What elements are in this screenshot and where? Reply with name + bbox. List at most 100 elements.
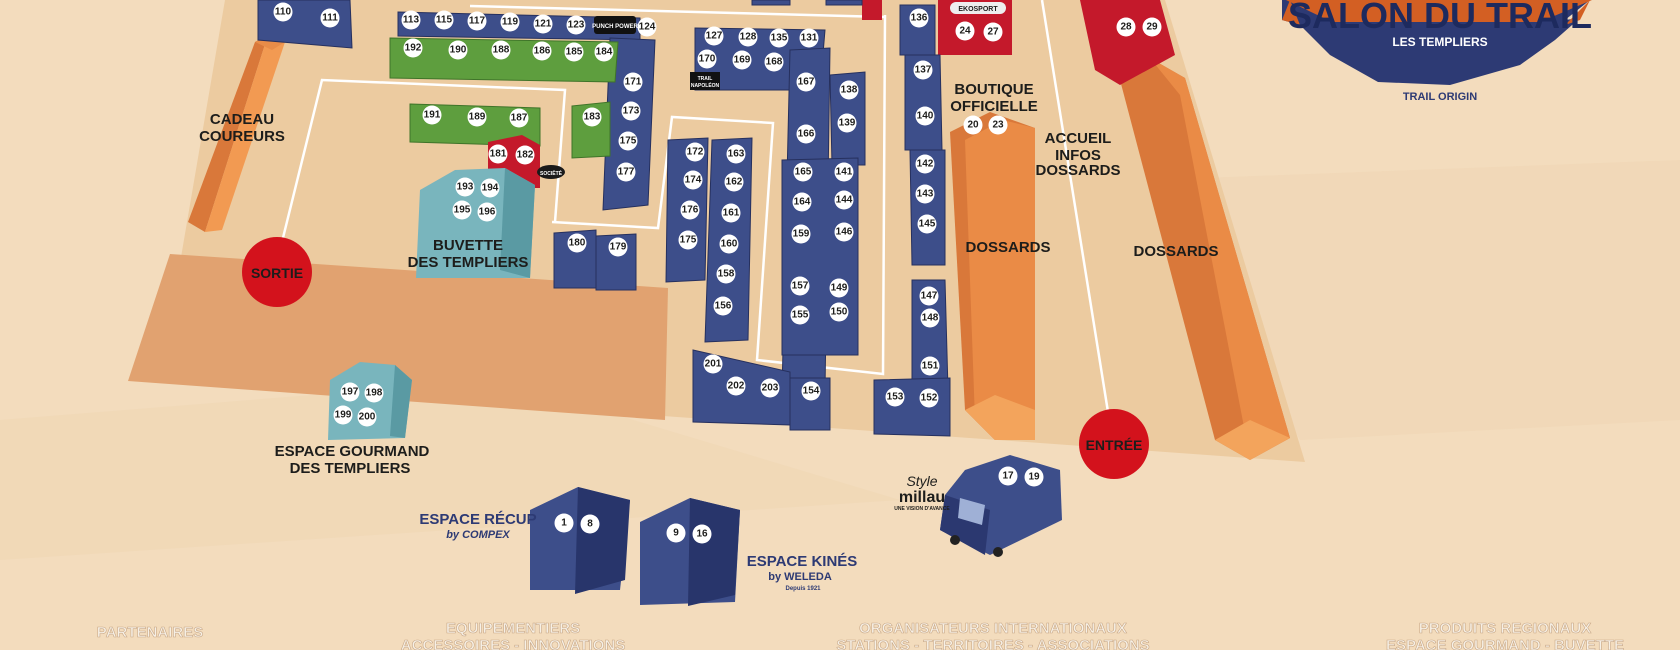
stand-number-175: 175 <box>680 235 697 246</box>
stand-marker-162 <box>724 172 744 192</box>
stand-number-124: 124 <box>639 22 656 33</box>
label-cadeau-2: COUREURS <box>199 128 285 145</box>
stand-number-145: 145 <box>919 219 936 230</box>
stand-marker-19 <box>1024 467 1044 487</box>
stand-number-27: 27 <box>987 27 999 38</box>
stand-number-29: 29 <box>1146 22 1158 33</box>
label-style-millau-1: Style <box>906 473 937 489</box>
label-style-millau-2: millau <box>899 489 945 506</box>
stand-number-24: 24 <box>959 26 971 37</box>
legend-gourmand: ESPACE GOURMAND - BUVETTE <box>1386 637 1624 650</box>
stand-number-158: 158 <box>718 269 735 280</box>
stand-number-171: 171 <box>625 77 642 88</box>
stand-number-190: 190 <box>450 45 467 56</box>
stand-marker-161 <box>721 203 741 223</box>
stand-marker-135 <box>769 28 789 48</box>
stand-number-159: 159 <box>793 229 810 240</box>
stand-marker-121 <box>533 14 553 34</box>
stand-number-189: 189 <box>469 112 486 123</box>
stand-number-172: 172 <box>687 147 704 158</box>
stand-number-147: 147 <box>921 291 938 302</box>
stand-marker-175 <box>618 131 638 151</box>
stand-marker-168 <box>764 52 784 72</box>
stand-marker-157 <box>790 276 810 296</box>
label-accueil-3: DOSSARDS <box>1035 162 1120 179</box>
stand-number-203: 203 <box>762 383 779 394</box>
stand-number-140: 140 <box>917 111 934 122</box>
label-boutique-2: OFFICIELLE <box>950 98 1038 115</box>
stand-number-202: 202 <box>728 381 745 392</box>
stand-marker-23 <box>988 115 1008 135</box>
stand-number-161: 161 <box>723 208 740 219</box>
label-weleda-note: Depuis 1921 <box>785 586 821 592</box>
stand-marker-199 <box>333 405 353 425</box>
stand-number-17: 17 <box>1002 471 1014 482</box>
stand-marker-158 <box>716 264 736 284</box>
stand-marker-127 <box>704 26 724 46</box>
stand-marker-174 <box>683 170 703 190</box>
stand-marker-156 <box>713 296 733 316</box>
label-dossards-1: DOSSARDS <box>965 239 1050 256</box>
stand-marker-142 <box>915 154 935 174</box>
sortie-marker <box>242 237 312 307</box>
stand-number-176: 176 <box>682 205 699 216</box>
logo-subtitle: LES TEMPLIERS <box>1392 35 1487 49</box>
societe-badge <box>537 165 565 179</box>
stand-marker-29 <box>1142 17 1162 37</box>
label-boutique-1: BOUTIQUE <box>954 81 1033 98</box>
stand-marker-190 <box>448 40 468 60</box>
stand-marker-138 <box>839 80 859 100</box>
stand-number-149: 149 <box>831 283 848 294</box>
stand-number-166: 166 <box>798 129 815 140</box>
stand-number-163: 163 <box>728 149 745 160</box>
trail-napoleon-2: NAPOLÉON <box>691 81 720 89</box>
label-buvette-2: DES TEMPLIERS <box>408 254 529 271</box>
label-accueil-2: INFOS <box>1055 147 1101 164</box>
stand-number-123: 123 <box>568 20 585 31</box>
stand-number-111: 111 <box>322 13 338 24</box>
stand-marker-27 <box>983 22 1003 42</box>
stand-marker-153 <box>885 387 905 407</box>
stand-marker-131 <box>799 28 819 48</box>
logo <box>1282 0 1592 85</box>
stand-number-174: 174 <box>685 175 702 186</box>
stand-marker-28 <box>1116 17 1136 37</box>
tent-dossards-1 <box>950 112 1035 440</box>
stand-marker-159 <box>791 224 811 244</box>
stand-marker-181 <box>488 144 508 164</box>
stand-marker-200 <box>357 407 377 427</box>
punch-power-label: PUNCH POWER <box>592 24 638 30</box>
stand-number-183: 183 <box>584 112 601 123</box>
stand-number-192: 192 <box>405 43 422 54</box>
stand-marker-16 <box>692 524 712 544</box>
stand-marker-147 <box>919 286 939 306</box>
ekosport-badge <box>950 2 1006 14</box>
stand-number-154: 154 <box>803 386 820 397</box>
stand-marker-149 <box>829 278 849 298</box>
stand-marker-137 <box>913 60 933 80</box>
stand-number-188: 188 <box>493 45 510 56</box>
stand-number-156: 156 <box>715 301 732 312</box>
stand-marker-24 <box>955 21 975 41</box>
stand-marker-185 <box>564 42 584 62</box>
stand-marker-173 <box>621 101 641 121</box>
stand-number-169: 169 <box>734 55 751 66</box>
stand-number-165: 165 <box>795 167 812 178</box>
stand-marker-191 <box>422 105 442 125</box>
stand-marker-141 <box>834 162 854 182</box>
legend-equipementiers: EQUIPEMENTIERS <box>446 620 580 637</box>
stand-marker-201 <box>703 354 723 374</box>
stand-marker-111 <box>320 8 340 28</box>
stand-marker-113 <box>401 10 421 30</box>
stand-number-179: 179 <box>610 242 627 253</box>
label-accueil-1: ACCUEIL <box>1045 130 1112 147</box>
stand-number-127: 127 <box>706 31 723 42</box>
stand-number-181: 181 <box>490 149 507 160</box>
stand-marker-110 <box>273 2 293 22</box>
stand-marker-167 <box>796 72 816 92</box>
logo-tagline: TRAIL ORIGIN <box>1403 91 1477 103</box>
stand-number-141: 141 <box>836 167 853 178</box>
